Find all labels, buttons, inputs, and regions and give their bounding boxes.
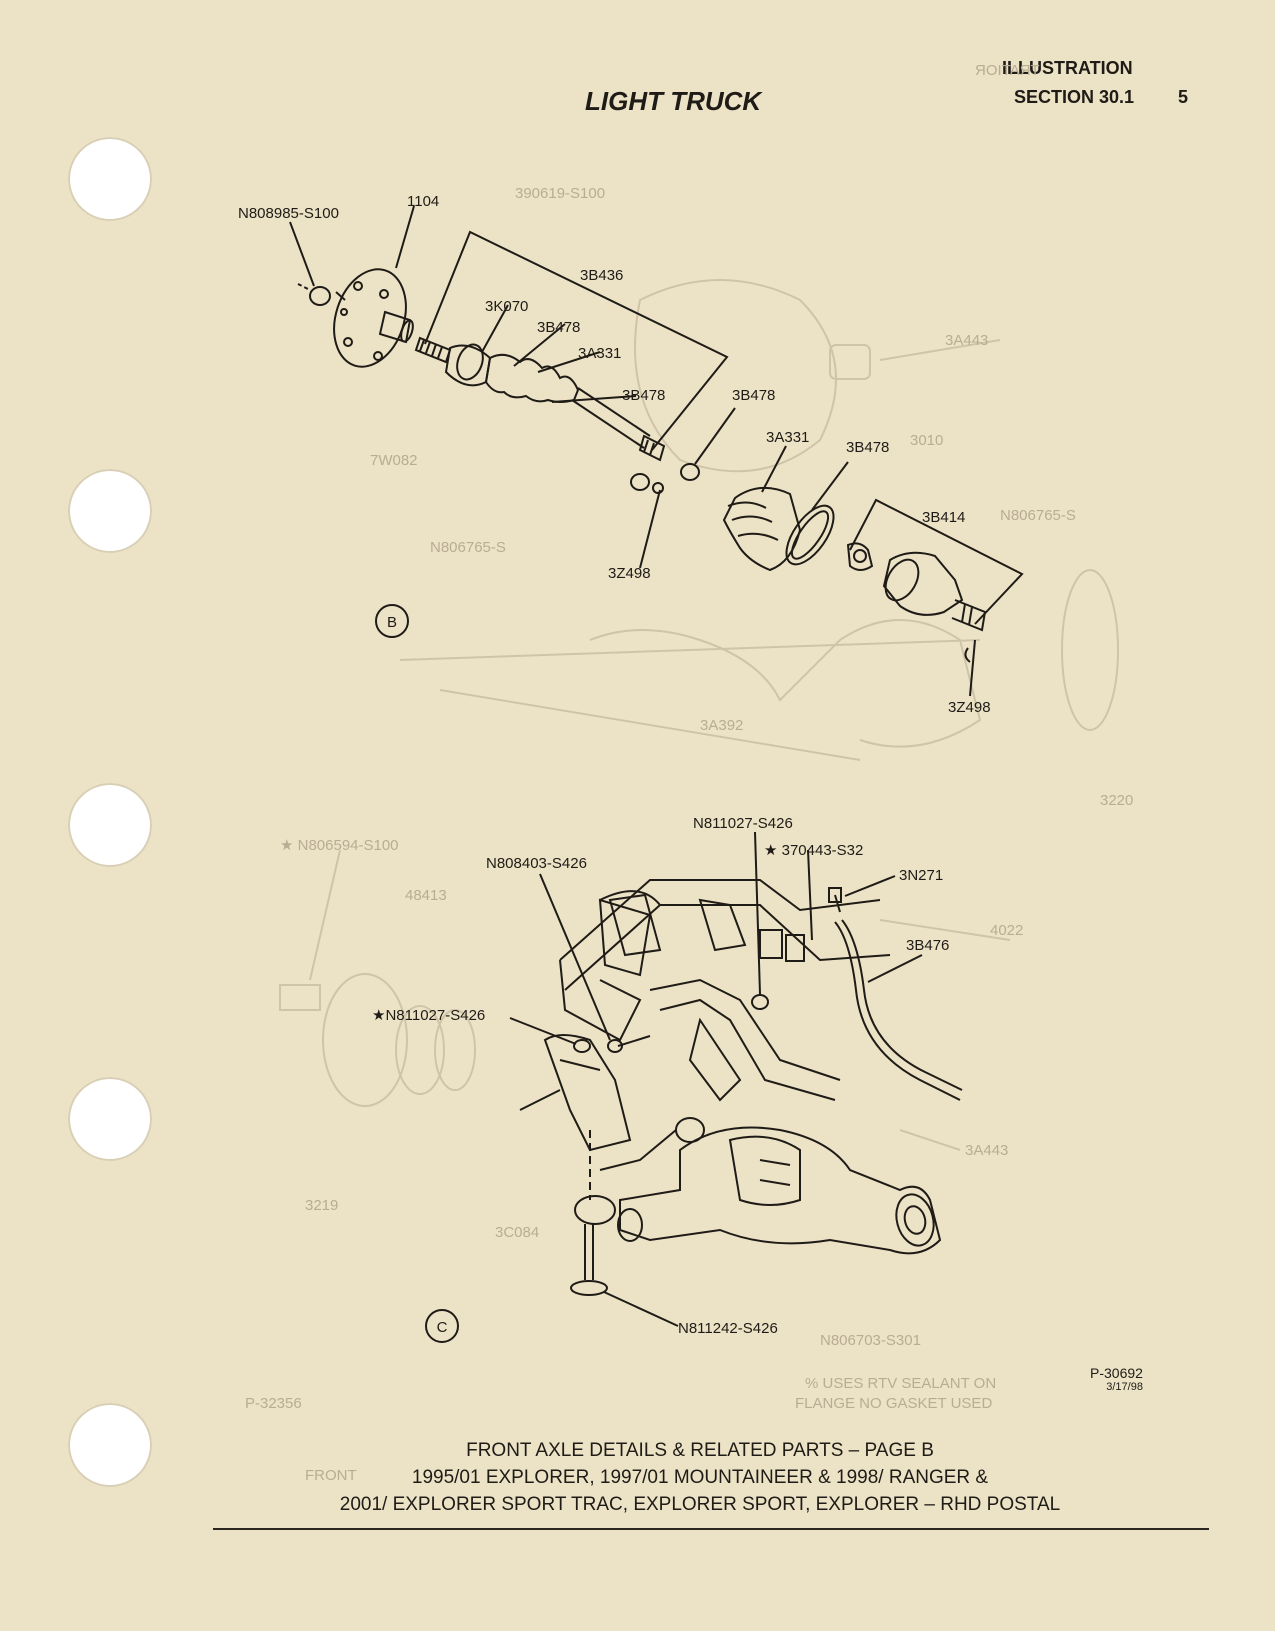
reference-block: P-30692 3/17/98 xyxy=(1090,1365,1143,1393)
view-b-halfshaft xyxy=(289,205,1024,697)
footer-rule xyxy=(213,1528,1209,1530)
label-outer-joint: 3K070 xyxy=(485,298,528,315)
circlip-2-icon xyxy=(964,647,971,663)
bleed-through-drawing xyxy=(279,279,1119,1151)
svg-text:N806765-S: N806765-S xyxy=(1000,507,1076,524)
label-clamp-3: 3B478 xyxy=(732,387,775,404)
binder-hole xyxy=(68,783,152,867)
svg-text:★ N806594-S100: ★ N806594-S100 xyxy=(280,837,399,854)
binder-hole xyxy=(68,469,152,553)
caption-line-1: FRONT AXLE DETAILS & RELATED PARTS – PAG… xyxy=(466,1440,934,1461)
svg-text:48413: 48413 xyxy=(405,887,447,904)
label-nut-top: N811027-S426 xyxy=(693,815,793,832)
caption-line-3: 2001/ EXPLORER SPORT TRAC, EXPLORER SPOR… xyxy=(339,1494,1061,1515)
view-c-marker-circle xyxy=(425,1309,459,1343)
label-clamp-2: 3B478 xyxy=(622,387,665,404)
svg-text:% USES RTV SEALANT ON: % USES RTV SEALANT ON xyxy=(805,1375,996,1392)
differential-housing-icon xyxy=(619,1126,942,1255)
svg-text:3A392: 3A392 xyxy=(700,717,743,734)
binder-hole xyxy=(68,137,152,221)
label-nut-star: ★N811027-S426 xyxy=(372,1007,485,1024)
svg-text:N806765-S: N806765-S xyxy=(430,539,506,556)
large-clamp-icon xyxy=(785,504,835,566)
bleed-through-text: ЯOITAЯT 390619-S100 3A443 7W082 N806765-… xyxy=(245,62,1133,1484)
label-boot-2: 3A331 xyxy=(766,429,809,446)
label-clamp-1: 3B478 xyxy=(537,319,580,336)
svg-text:4022: 4022 xyxy=(990,922,1023,939)
svg-text:3219: 3219 xyxy=(305,1197,338,1214)
label-vent-hose: 3B476 xyxy=(906,937,949,954)
tripod-icon xyxy=(846,542,874,571)
label-inner-joint: 3B414 xyxy=(922,509,965,526)
view-b-labels: N808985-S100 1104 3B436 3K070 3B478 3A33… xyxy=(238,193,991,716)
view-c-marker: C xyxy=(437,1319,448,1336)
svg-text:FLANGE NO GASKET USED: FLANGE NO GASKET USED xyxy=(795,1395,992,1412)
reference-number: P-30692 xyxy=(1090,1365,1143,1381)
binder-hole xyxy=(68,1403,152,1487)
label-circlip-2: 3Z498 xyxy=(948,699,991,716)
section-label: SECTION 30.1 xyxy=(1014,87,1135,107)
svg-text:3A443: 3A443 xyxy=(965,1142,1008,1159)
label-shaft-assembly: 3B436 xyxy=(580,267,623,284)
svg-text:3A443: 3A443 xyxy=(945,332,988,349)
view-b-marker: B xyxy=(387,614,397,631)
reference-date: 3/17/98 xyxy=(1106,1381,1143,1393)
svg-text:7W082: 7W082 xyxy=(370,452,418,469)
label-hub: 1104 xyxy=(407,193,439,210)
page-number: 5 xyxy=(1178,87,1189,107)
svg-text:P-32356: P-32356 xyxy=(245,1395,302,1412)
outer-boot-icon xyxy=(484,353,580,403)
svg-text:3010: 3010 xyxy=(910,432,943,449)
label-fitting: 3N271 xyxy=(899,867,943,884)
label-screw-star: ★ 370443-S32 xyxy=(764,842,863,859)
view-c-axle-mount xyxy=(509,831,963,1327)
lower-bushing-icon xyxy=(574,1195,616,1225)
vent-hose-icon xyxy=(834,921,961,1101)
label-bolt-1: N808403-S426 xyxy=(486,855,587,872)
label-bottom-bolt: N811242-S426 xyxy=(678,1320,778,1337)
svg-text:ЯOITAЯT: ЯOITAЯT xyxy=(975,62,1040,79)
mount-bracket-icon xyxy=(598,898,652,977)
inner-boot-icon xyxy=(722,487,802,572)
label-bolt: N808985-S100 xyxy=(238,205,339,222)
svg-text:N806703-S301: N806703-S301 xyxy=(820,1332,921,1349)
circlip-icon xyxy=(630,473,650,491)
svg-text:3220: 3220 xyxy=(1100,792,1133,809)
hub-nut-icon xyxy=(309,286,331,306)
svg-text:3C084: 3C084 xyxy=(495,1224,539,1241)
label-circlip-1: 3Z498 xyxy=(608,565,651,582)
label-clamp-4: 3B478 xyxy=(846,439,889,456)
svg-text:FRONT: FRONT xyxy=(305,1467,357,1484)
view-c-labels: N811027-S426 N808403-S426 ★ 370443-S32 3… xyxy=(372,815,949,1343)
inner-cv-housing-icon xyxy=(882,551,964,616)
clamp-ring-icon xyxy=(680,463,700,481)
figure-caption: FRONT AXLE DETAILS & RELATED PARTS – PAG… xyxy=(210,1437,1190,1518)
binder-hole xyxy=(68,1077,152,1161)
svg-text:390619-S100: 390619-S100 xyxy=(515,185,605,202)
page-title: LIGHT TRUCK xyxy=(585,86,762,116)
illustration-label: ILLUSTRATION xyxy=(1002,58,1133,78)
caption-line-2: 1995/01 EXPLORER, 1997/01 MOUNTAINEER & … xyxy=(411,1467,989,1488)
lower-bracket-icon xyxy=(543,1034,632,1152)
label-boot-1: 3A331 xyxy=(578,345,621,362)
view-b-marker-circle xyxy=(375,604,409,638)
